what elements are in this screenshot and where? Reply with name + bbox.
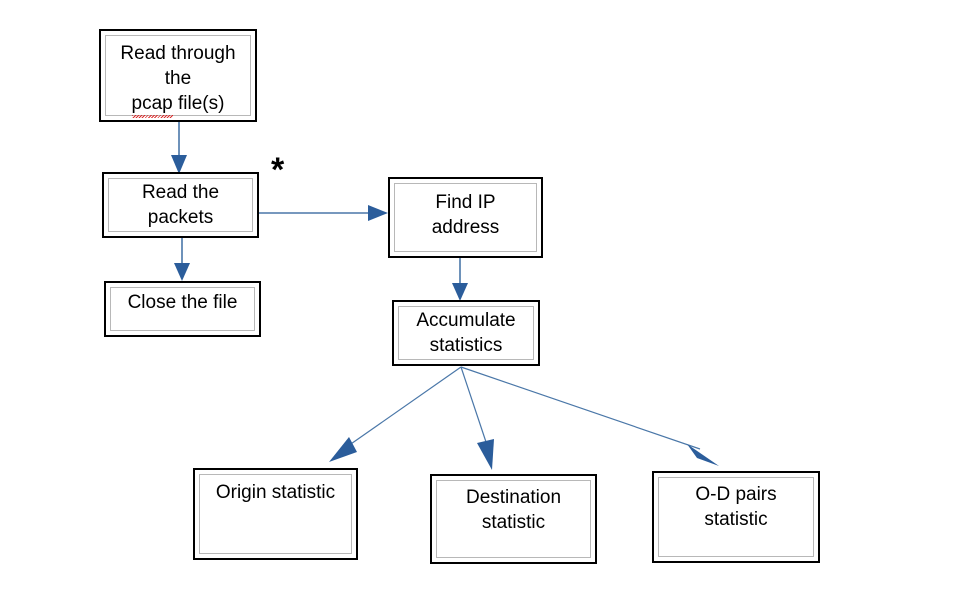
node-read-packets[interactable]: Read the packets [102, 172, 259, 238]
edge-accumulate-to-destination [460, 366, 494, 470]
node-destination-statistic[interactable]: Destination statistic [430, 474, 597, 564]
node-label: Destination statistic [465, 487, 562, 533]
node-close-file[interactable]: Close the file [104, 281, 261, 337]
edge-read-packets-to-find-ip [259, 205, 388, 221]
edge-read-packets-to-close-file [174, 238, 190, 281]
node-label: Read the packets [141, 182, 220, 228]
node-inner-border [110, 287, 255, 331]
node-inner-border [658, 477, 814, 557]
node-inner-border [199, 474, 352, 554]
node-label: Accumulate statistics [416, 310, 516, 356]
node-origin-statistic[interactable]: Origin statistic [193, 468, 358, 560]
node-inner-border [105, 35, 251, 116]
node-inner-border [394, 183, 537, 252]
edge-read-through-to-read-packets [171, 122, 187, 174]
edge-accumulate-to-origin [329, 366, 462, 462]
node-inner-border [108, 178, 253, 232]
node-label: Origin statistic [215, 482, 336, 503]
node-inner-border [436, 480, 591, 558]
spellcheck-word: pcap [131, 93, 173, 118]
edge-accumulate-to-od-pairs [460, 366, 719, 466]
node-find-ip-address[interactable]: Find IP address [388, 177, 543, 258]
node-label: Close the file [127, 292, 238, 313]
node-label: O-D pairs statistic [695, 484, 777, 530]
asterisk-annotation: * [271, 151, 285, 189]
node-od-pairs-statistic[interactable]: O-D pairs statistic [652, 471, 820, 563]
edge-find-ip-to-accumulate [452, 258, 468, 301]
node-accumulate-statistics[interactable]: Accumulate statistics [392, 300, 540, 366]
node-inner-border [398, 306, 534, 360]
node-label: Find IP address [431, 192, 500, 238]
